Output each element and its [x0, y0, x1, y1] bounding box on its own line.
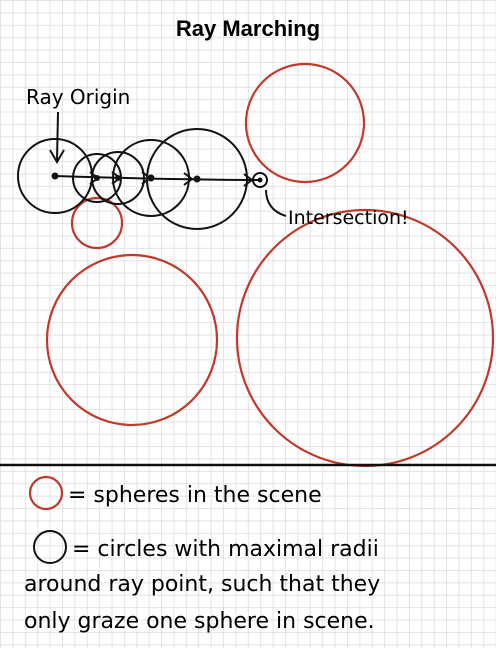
scene-sphere-bottom-left [45, 253, 219, 427]
legend-black-line1: = circles with maximal radii [72, 537, 379, 562]
ray-arrow-5 [243, 173, 254, 187]
intersection-label: Intersection! [288, 207, 409, 229]
intersection-pointer [265, 189, 287, 217]
ray-line [54, 175, 263, 181]
legend-black-swatch [33, 530, 67, 564]
ray-step-point [115, 175, 121, 181]
diagram-title: Ray Marching [175, 16, 321, 41]
scene-sphere-small [70, 196, 124, 250]
scene-sphere-top-right [244, 62, 366, 184]
ray-arrow-4 [183, 172, 194, 186]
ray-step-point [147, 174, 155, 182]
legend-black-line2: around ray point, such that they [24, 572, 380, 597]
ray-points [51, 172, 263, 183]
scene-sphere-bottom-right [235, 208, 495, 468]
ray-step-point [94, 175, 100, 181]
legend-black-line3: only graze one sphere in scene. [24, 609, 375, 634]
legend-red-swatch [28, 475, 64, 511]
legend-red-text: = spheres in the scene [68, 483, 322, 508]
ray-origin-point [51, 172, 59, 180]
scene-spheres [45, 62, 495, 468]
ray-origin-arrow [49, 111, 65, 164]
ray-step-point [193, 175, 201, 183]
ray-origin-label: Ray Origin [26, 85, 130, 109]
intersection-point [257, 177, 263, 183]
ray-path [54, 171, 263, 187]
